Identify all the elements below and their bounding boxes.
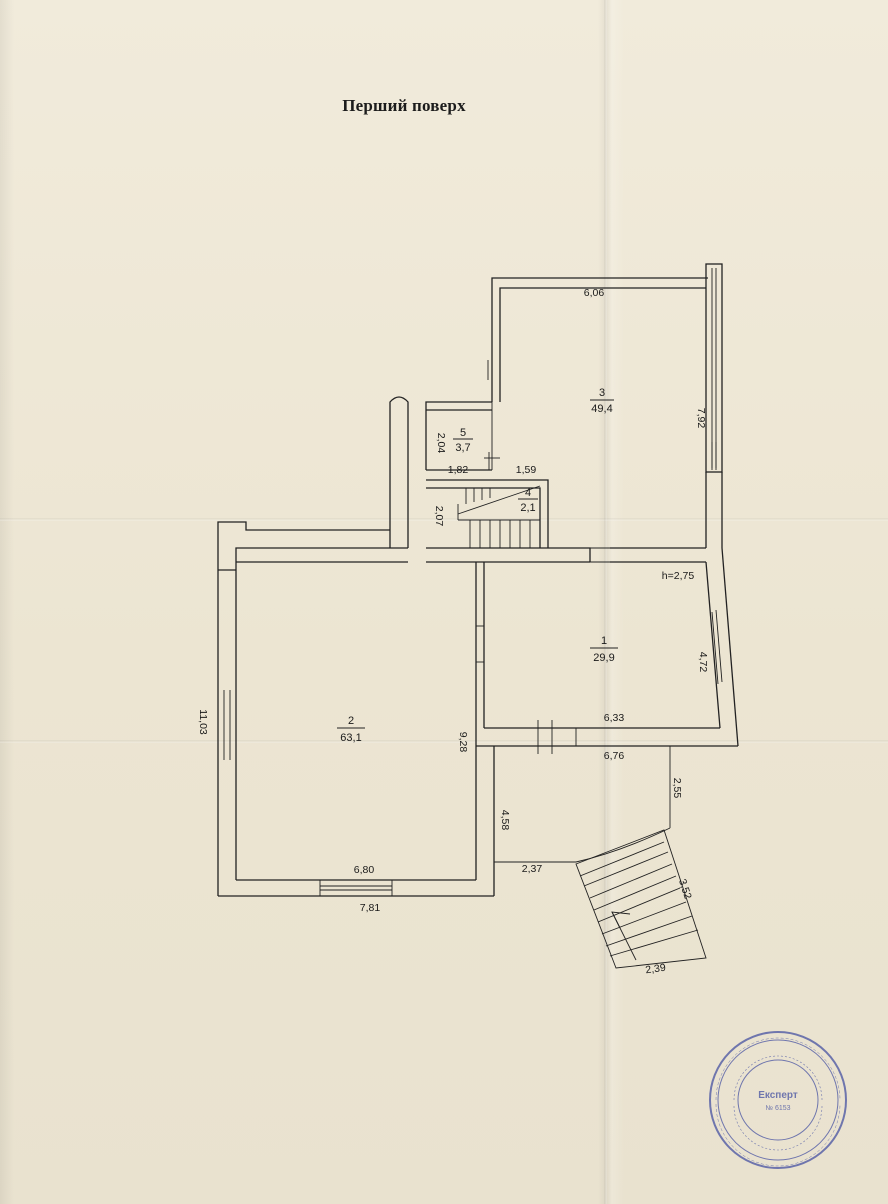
main-walls bbox=[217, 521, 739, 897]
dim-room5-bottom: 1,82 bbox=[448, 464, 469, 476]
ceiling-height-label: h=2,75 bbox=[662, 570, 695, 582]
room-2-number: 2 bbox=[348, 715, 354, 727]
room-3-number: 3 bbox=[599, 387, 605, 399]
room-label-5: 5 3,7 bbox=[453, 427, 473, 454]
dim-room1-right: 4,72 bbox=[697, 652, 709, 673]
dim-room2-bottom-inner: 6,80 bbox=[354, 864, 375, 876]
dim-room5-bottom-right: 1,59 bbox=[516, 464, 537, 476]
stamp-reg: № 6153 bbox=[765, 1105, 790, 1112]
paper-fold-vertical bbox=[604, 0, 607, 1204]
room-label-2: 2 63,1 bbox=[337, 715, 365, 744]
dim-porch-right: 2,55 bbox=[671, 778, 683, 799]
room-5-number: 5 bbox=[460, 427, 466, 439]
room-4-area: 2,1 bbox=[520, 502, 535, 514]
room-label-3: 3 49,4 bbox=[590, 387, 614, 415]
room-3-area: 49,4 bbox=[591, 403, 612, 415]
room-5-area: 3,7 bbox=[455, 442, 470, 454]
room-2-area: 63,1 bbox=[340, 732, 361, 744]
room-4-number: 4 bbox=[525, 487, 531, 499]
dim-room1-bottom-outer: 6,76 bbox=[604, 750, 625, 762]
dim-room2-bottom-outer: 7,81 bbox=[360, 902, 381, 914]
room-5-walls bbox=[389, 360, 500, 548]
dim-porch-left: 4,58 bbox=[499, 810, 511, 831]
room-label-1: 1 29,9 bbox=[590, 635, 618, 664]
dim-room3-top: 6,06 bbox=[584, 287, 605, 299]
room-1-area: 29,9 bbox=[593, 652, 614, 664]
porch-and-steps bbox=[494, 746, 707, 969]
dim-room3-right: 7,92 bbox=[695, 408, 707, 429]
seal-stamp: Експерт № 6153 bbox=[709, 1031, 847, 1169]
stair-4 bbox=[426, 479, 549, 549]
dim-room2-right: 9,28 bbox=[457, 732, 469, 753]
dim-room5-left: 2,04 bbox=[435, 433, 447, 454]
dim-room2-left: 11,03 bbox=[197, 709, 209, 735]
stamp-name: Експерт bbox=[758, 1090, 798, 1101]
dim-porch-bottom: 2,37 bbox=[522, 863, 543, 875]
dim-room1-bottom-inner: 6,33 bbox=[604, 712, 625, 724]
dim-stair-left: 2,07 bbox=[433, 506, 445, 527]
dim-steps-right: 3,52 bbox=[676, 878, 694, 901]
room-1-number: 1 bbox=[601, 635, 607, 647]
paper-fold-horizontal bbox=[0, 518, 888, 521]
room-label-4: 4 2,1 bbox=[518, 487, 538, 514]
room-3-walls bbox=[491, 263, 723, 548]
page-title: Перший поверх bbox=[342, 96, 466, 115]
dim-steps-bottom: 2,39 bbox=[645, 962, 667, 977]
paper-fold-horizontal-lower bbox=[0, 740, 888, 743]
